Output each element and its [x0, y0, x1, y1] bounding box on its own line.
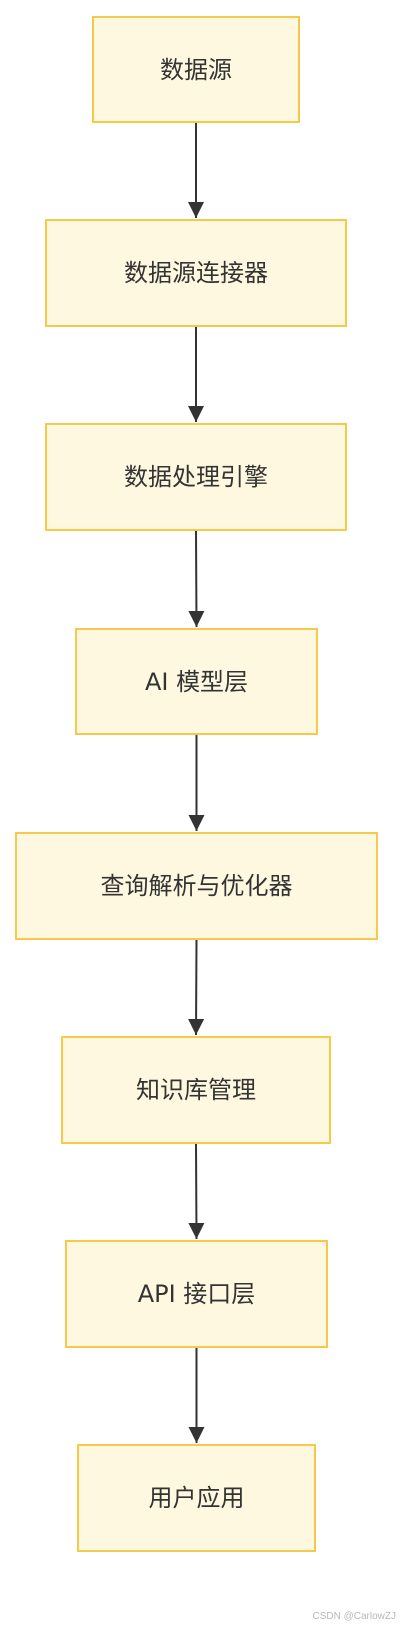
- node-data-source-connector: 数据源连接器: [45, 219, 347, 327]
- node-ai-model-layer: AI 模型层: [75, 628, 318, 735]
- node-label: API 接口层: [137, 1280, 256, 1308]
- node-user-application: 用户应用: [77, 1444, 316, 1552]
- node-label: 数据处理引擎: [124, 463, 268, 491]
- node-label: 知识库管理: [136, 1076, 256, 1104]
- arrow-edge-4: [188, 939, 205, 1036]
- node-label: 数据源: [160, 55, 232, 84]
- arrow-edge-2: [188, 530, 205, 628]
- node-data-source: 数据源: [92, 16, 300, 123]
- node-api-interface-layer: API 接口层: [65, 1240, 328, 1348]
- node-label: AI 模型层: [144, 667, 249, 696]
- watermark: CSDN @CarlowZJ: [312, 1611, 397, 1622]
- node-knowledge-base-management: 知识库管理: [61, 1036, 331, 1144]
- node-label: 查询解析与优化器: [100, 872, 293, 900]
- node-query-parser-optimizer: 查询解析与优化器: [15, 832, 378, 940]
- node-label: 数据源连接器: [124, 259, 268, 287]
- node-label: 用户应用: [148, 1484, 245, 1512]
- node-data-processing-engine: 数据处理引擎: [45, 423, 347, 531]
- arrow-edge-5: [188, 1143, 205, 1240]
